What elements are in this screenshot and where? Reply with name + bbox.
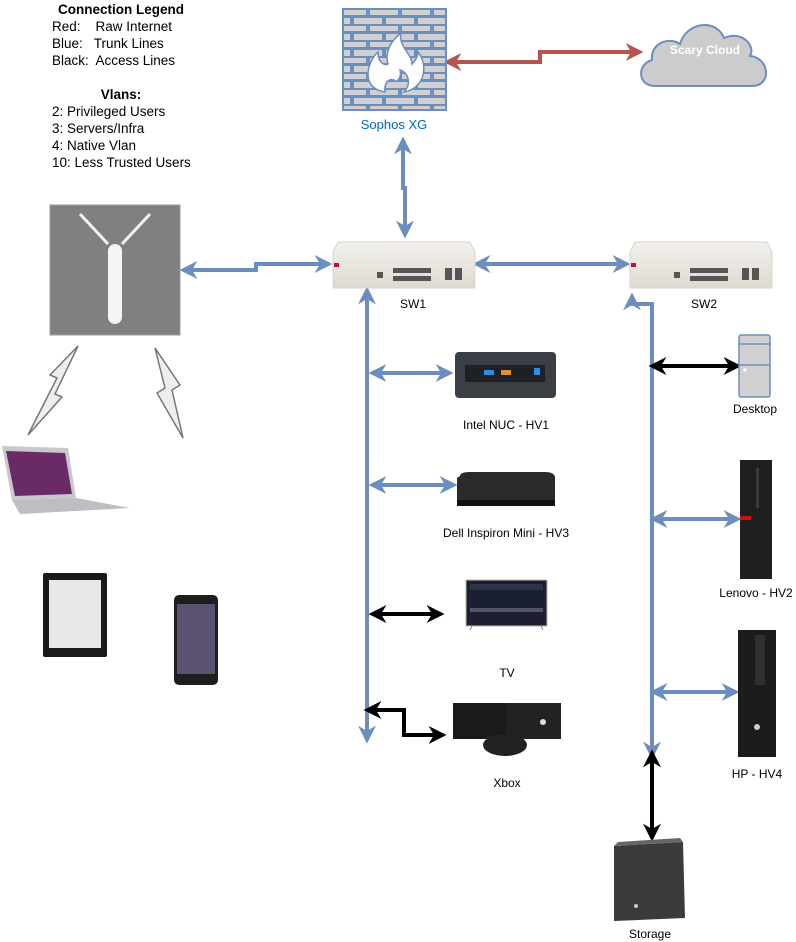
wireless-signal-icon bbox=[27, 345, 79, 436]
legend-row-red: Red: Raw Internet bbox=[52, 19, 173, 34]
vlan-item: 2: Privileged Users bbox=[52, 104, 166, 119]
desktop-tower-icon[interactable] bbox=[738, 334, 771, 398]
vlan-item: 4: Native Vlan bbox=[52, 138, 137, 153]
legend-row-black: Black: Access Lines bbox=[52, 53, 176, 68]
legend-title: Connection Legend bbox=[58, 2, 184, 17]
nas-icon[interactable] bbox=[614, 838, 685, 921]
wireless-access-point-icon[interactable] bbox=[49, 204, 181, 336]
connection-firewall-cloud bbox=[443, 43, 644, 71]
mini-pc-icon[interactable] bbox=[455, 352, 556, 398]
tv-icon[interactable] bbox=[465, 579, 548, 631]
wireless-signal-icon bbox=[154, 347, 184, 439]
connection-sw2-bus bbox=[623, 292, 654, 755]
hp-label: HP - HV4 bbox=[731, 767, 783, 781]
vlans-title: Vlans: bbox=[100, 87, 142, 102]
vlan-item: 10: Less Trusted Users bbox=[52, 155, 191, 170]
dell-label: Dell Inspiron Mini - HV3 bbox=[442, 526, 570, 540]
legend-row-blue: Blue: Trunk Lines bbox=[52, 36, 164, 51]
game-console-icon[interactable] bbox=[453, 703, 561, 756]
phone-icon[interactable] bbox=[174, 595, 218, 685]
tablet-icon[interactable] bbox=[43, 573, 107, 657]
switch-icon[interactable] bbox=[629, 241, 773, 289]
xbox-label: Xbox bbox=[493, 776, 521, 790]
firewall-label: Sophos XG bbox=[360, 117, 428, 132]
tower-pc-icon[interactable] bbox=[740, 460, 772, 579]
firewall-icon[interactable] bbox=[342, 8, 447, 111]
connection-sw1-xbox bbox=[363, 701, 447, 744]
vlan-item: 3: Servers/Infra bbox=[52, 121, 145, 136]
tv-label: TV bbox=[499, 666, 515, 680]
connection-legend: Connection Legend Red: Raw Internet Blue… bbox=[52, 1, 222, 171]
desktop-label: Desktop bbox=[732, 402, 778, 416]
laptop-icon[interactable] bbox=[2, 446, 130, 514]
switch-icon[interactable] bbox=[332, 241, 476, 289]
tower-pc-icon[interactable] bbox=[738, 630, 776, 757]
cloud-label: Scary Cloud bbox=[669, 43, 741, 57]
sw2-label: SW2 bbox=[690, 297, 718, 311]
storage-label: Storage bbox=[628, 927, 672, 941]
nuc-label: Intel NUC - HV1 bbox=[462, 418, 550, 432]
sw1-label: SW1 bbox=[399, 297, 427, 311]
connection-firewall-sw1 bbox=[394, 136, 414, 239]
cloud-icon[interactable] bbox=[640, 24, 767, 87]
mini-pc-icon[interactable] bbox=[457, 472, 555, 506]
connection-ap-sw1 bbox=[179, 255, 333, 279]
lenovo-label: Lenovo - HV2 bbox=[719, 586, 793, 600]
